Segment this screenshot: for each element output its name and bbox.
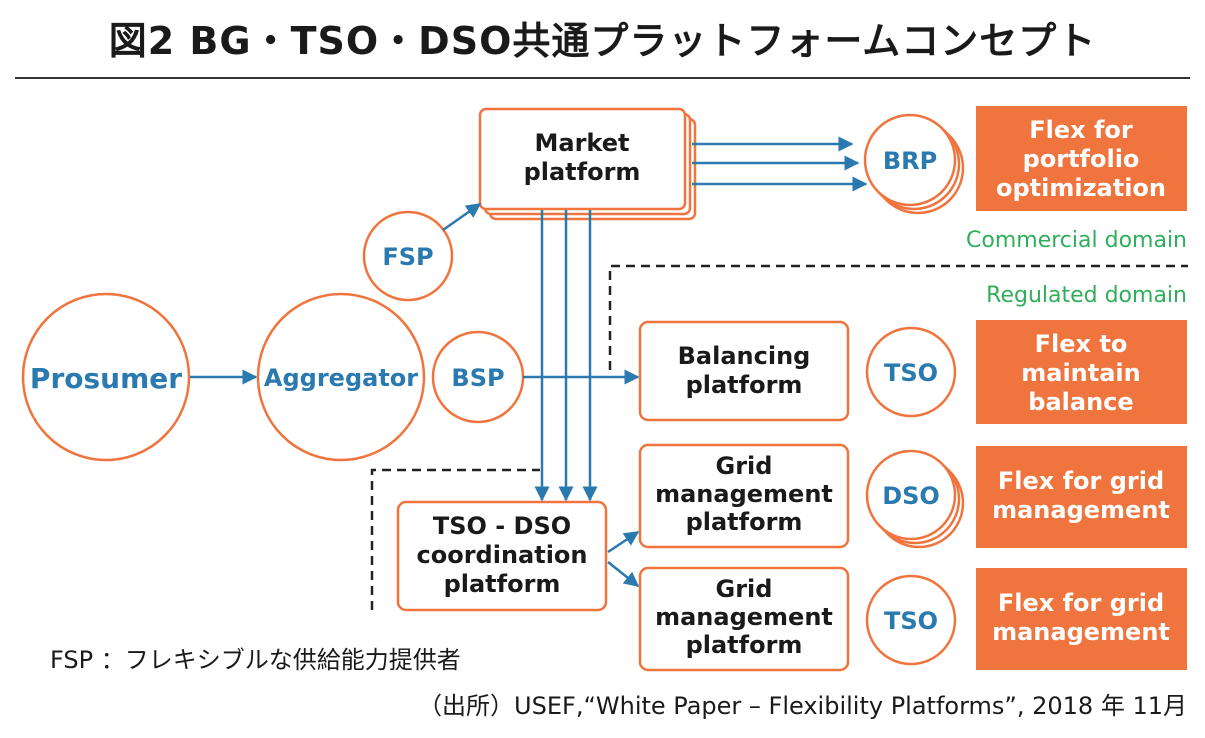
flex-grid-2-line-2: management [992,618,1170,646]
domain-boundary-line [608,264,1188,370]
flex-grid-2-line-1: Flex for grid [998,589,1164,617]
page-title: 図2 BG・TSO・DSO共通プラットフォームコンセプト [108,19,1097,63]
grid-platform-1-label-2: management [655,480,833,508]
bsp-label: BSP [451,364,504,392]
flex-box-portfolio: Flex for portfolio optimization [976,106,1187,211]
aggregator-node: Aggregator [256,292,426,462]
source-citation: （出所）USEF,“White Paper – Flexibility Plat… [418,692,1187,720]
coordination-label-3: platform [444,570,561,598]
arrow-coord-grid-2 [607,561,640,587]
flex-box-balance: Flex to maintain balance [976,320,1187,424]
flex-portfolio-line-2: portfolio [1023,145,1140,173]
flex-portfolio-line-3: optimization [996,174,1166,202]
balancing-platform-label-1: Balancing [678,342,811,370]
bsp-node: BSP [431,330,525,424]
flex-balance-line-3: balance [1028,388,1133,416]
arrow-fsp-market [442,202,482,232]
flex-grid-1-line-2: management [992,496,1170,524]
coordination-label-2: coordination [417,541,588,569]
regulated-domain-label: Regulated domain [986,283,1187,308]
grid-platform-1-label-1: Grid [716,452,773,480]
grid-platform-2-label-2: management [655,603,833,631]
flex-balance-line-2: maintain [1021,359,1141,387]
tso-2-label: TSO [884,607,938,635]
arrow-coord-grid-1 [607,530,640,554]
commercial-domain-label: Commercial domain [966,228,1187,253]
grid-platform-2-label-3: platform [686,631,803,659]
flex-grid-1-line-1: Flex for grid [998,467,1164,495]
aggregator-label: Aggregator [264,364,418,392]
grid-platform-1-label-3: platform [686,508,803,536]
prosumer-label: Prosumer [30,362,182,395]
market-platform-label-2: platform [524,158,641,186]
fsp-node: FSP [362,210,454,302]
fsp-footnote: FSP ：フレキシブルな供給能力提供者 [50,646,461,674]
tso-1-label: TSO [884,359,938,387]
flex-balance-line-1: Flex to [1035,330,1128,358]
title-divider [15,77,1190,79]
tso-node-2: TSO [865,574,957,666]
flex-box-grid-1: Flex for grid management [976,446,1187,548]
coordination-platform: TSO - DSO coordination platform [396,500,608,612]
flex-box-grid-2: Flex for grid management [976,568,1187,670]
coordination-boundary-line [370,468,540,610]
balancing-platform-label-2: platform [686,371,803,399]
balancing-platform: Balancing platform [638,320,850,422]
grid-management-platform-1: Grid management platform [638,443,850,549]
flex-portfolio-line-1: Flex for [1029,116,1133,144]
prosumer-node: Prosumer [21,292,191,462]
brp-node: BRP [863,113,965,215]
market-platform: Market platform [478,107,697,221]
dso-node: DSO [865,449,965,549]
tso-node-1: TSO [865,326,957,418]
grid-platform-2-label-1: Grid [716,575,773,603]
coordination-label-1: TSO - DSO [433,512,571,540]
market-platform-label-1: Market [535,129,630,157]
dso-label: DSO [882,482,940,510]
brp-label: BRP [883,147,937,175]
fsp-label: FSP [382,243,433,271]
grid-management-platform-2: Grid management platform [638,566,850,672]
